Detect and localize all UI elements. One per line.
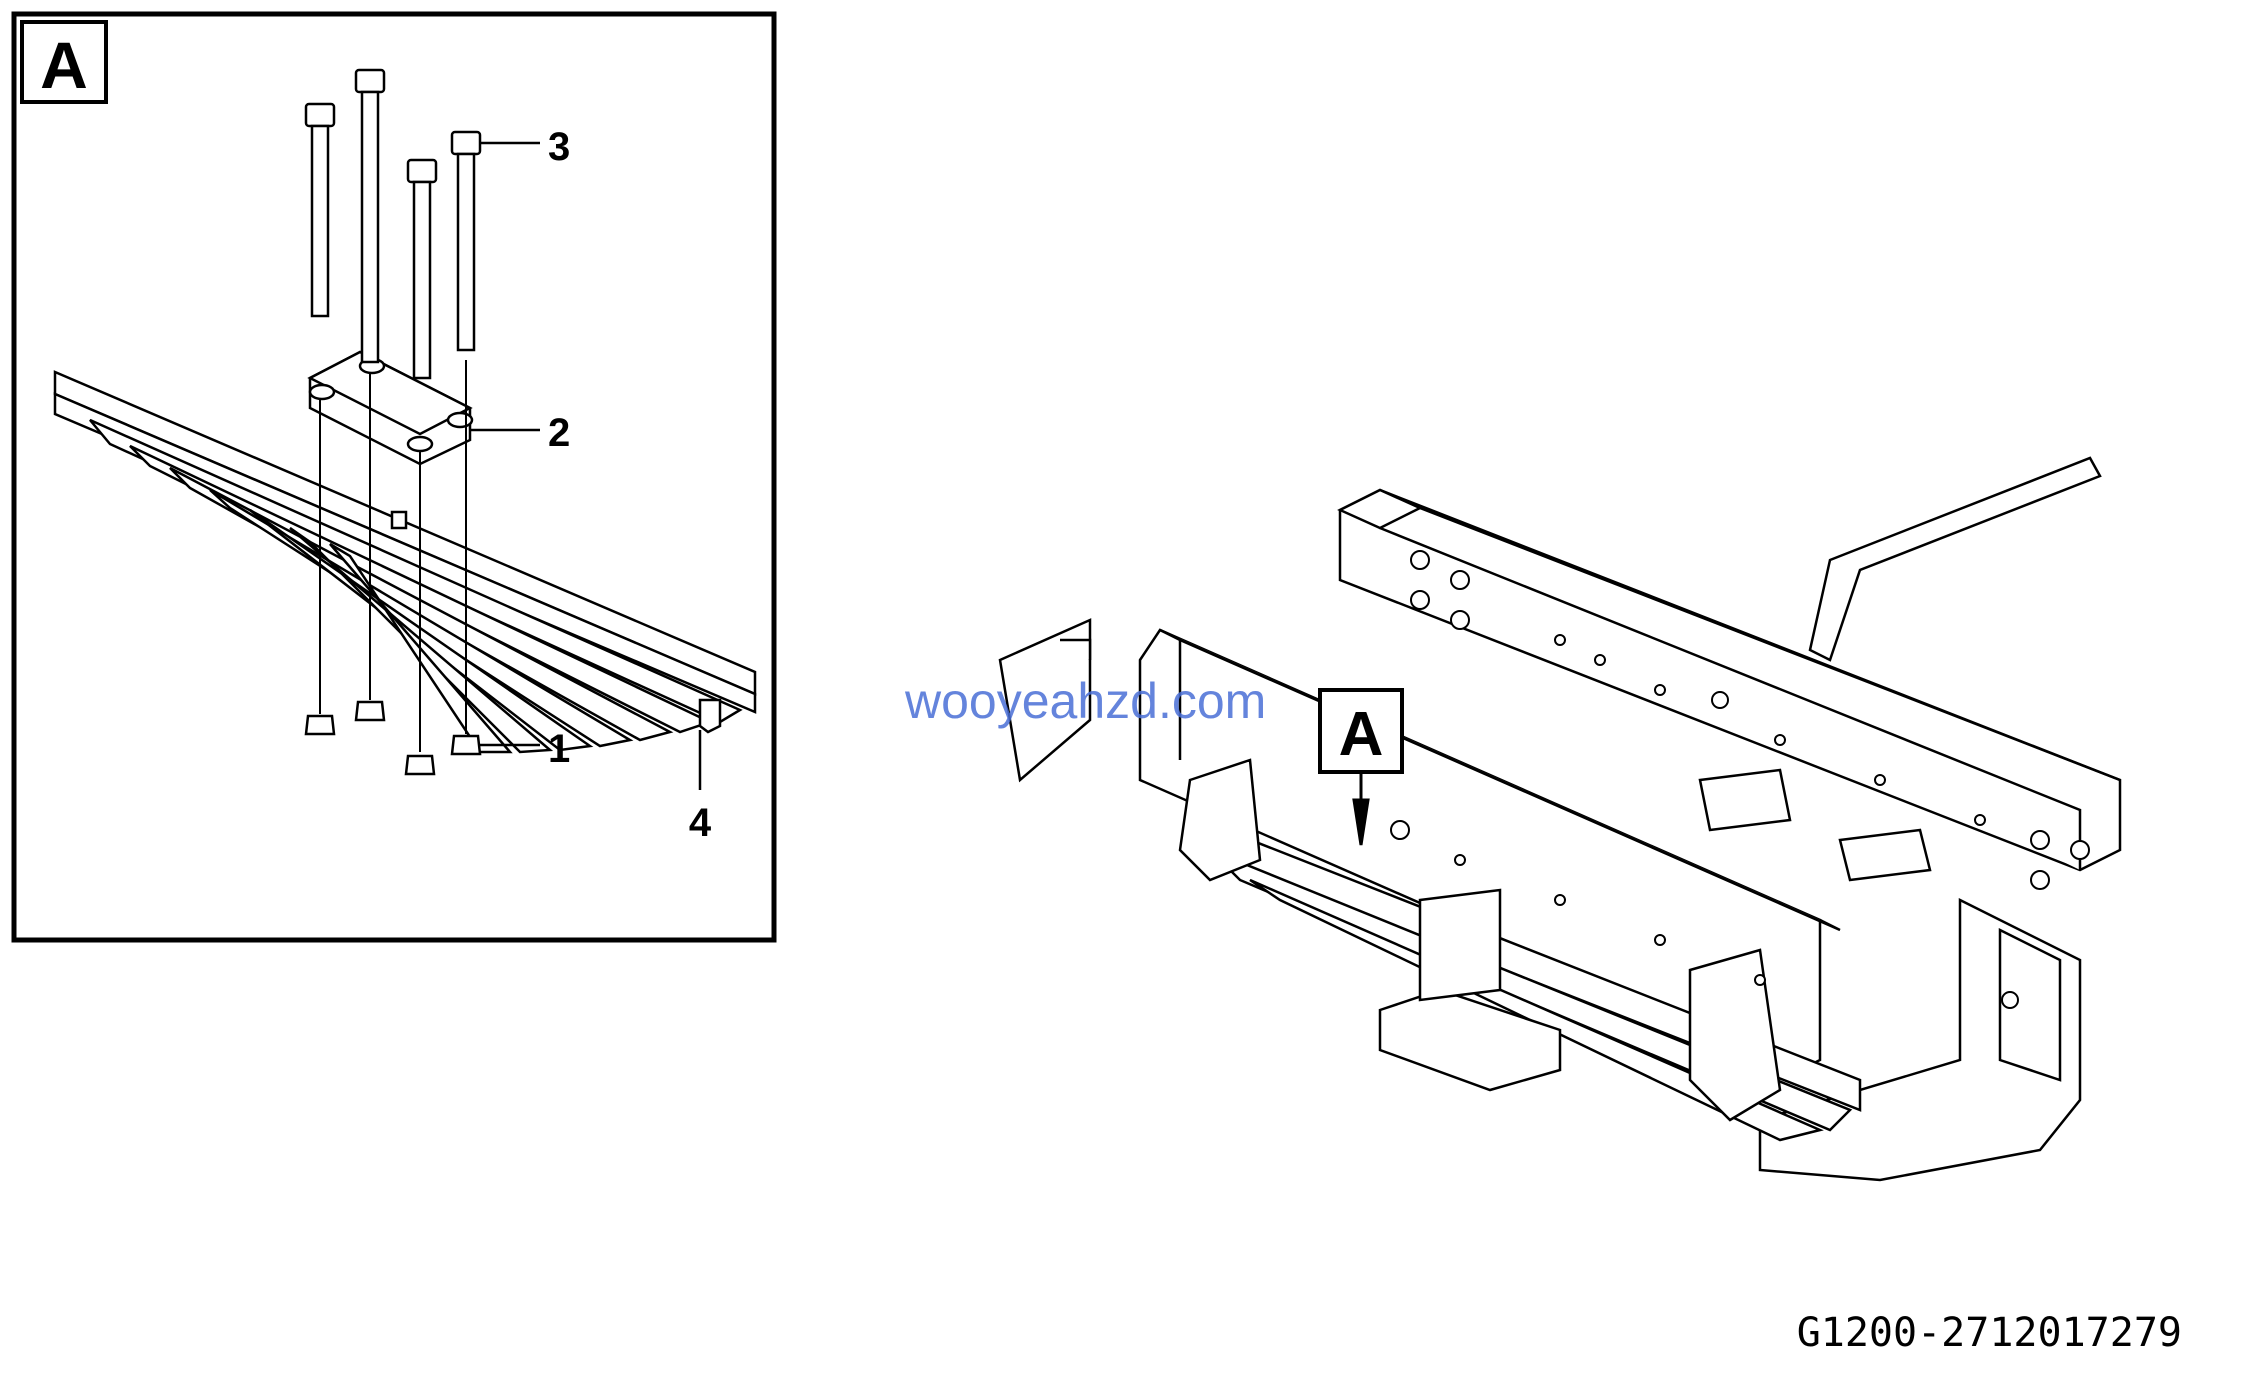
callout-leaders [470, 141, 702, 790]
detail-view-a: A [11, 11, 777, 943]
view-marker-box [1318, 688, 1404, 774]
view-marker-arrow [1352, 772, 1370, 846]
callout-4: 4 [689, 801, 712, 845]
frame-holes [1390, 550, 2090, 1009]
chassis-assembly [998, 456, 2122, 1182]
view-marker-letter: A [1339, 700, 1384, 769]
callout-2: 2 [548, 411, 570, 455]
detail-letter-box [20, 20, 108, 104]
detail-frame [11, 11, 777, 943]
bolts [304, 68, 482, 380]
bolt-axis-lines [319, 360, 467, 752]
callout-3: 3 [548, 125, 570, 169]
nuts [304, 700, 482, 776]
callout-1: 1 [548, 727, 570, 771]
drawing-number: G1200-2712017279 [1797, 1310, 2182, 1356]
view-a-marker: A [1318, 688, 1404, 846]
detail-letter: A [40, 28, 88, 102]
clamp-plate [307, 350, 474, 466]
watermark: wooyeahzd.com [904, 673, 1266, 729]
